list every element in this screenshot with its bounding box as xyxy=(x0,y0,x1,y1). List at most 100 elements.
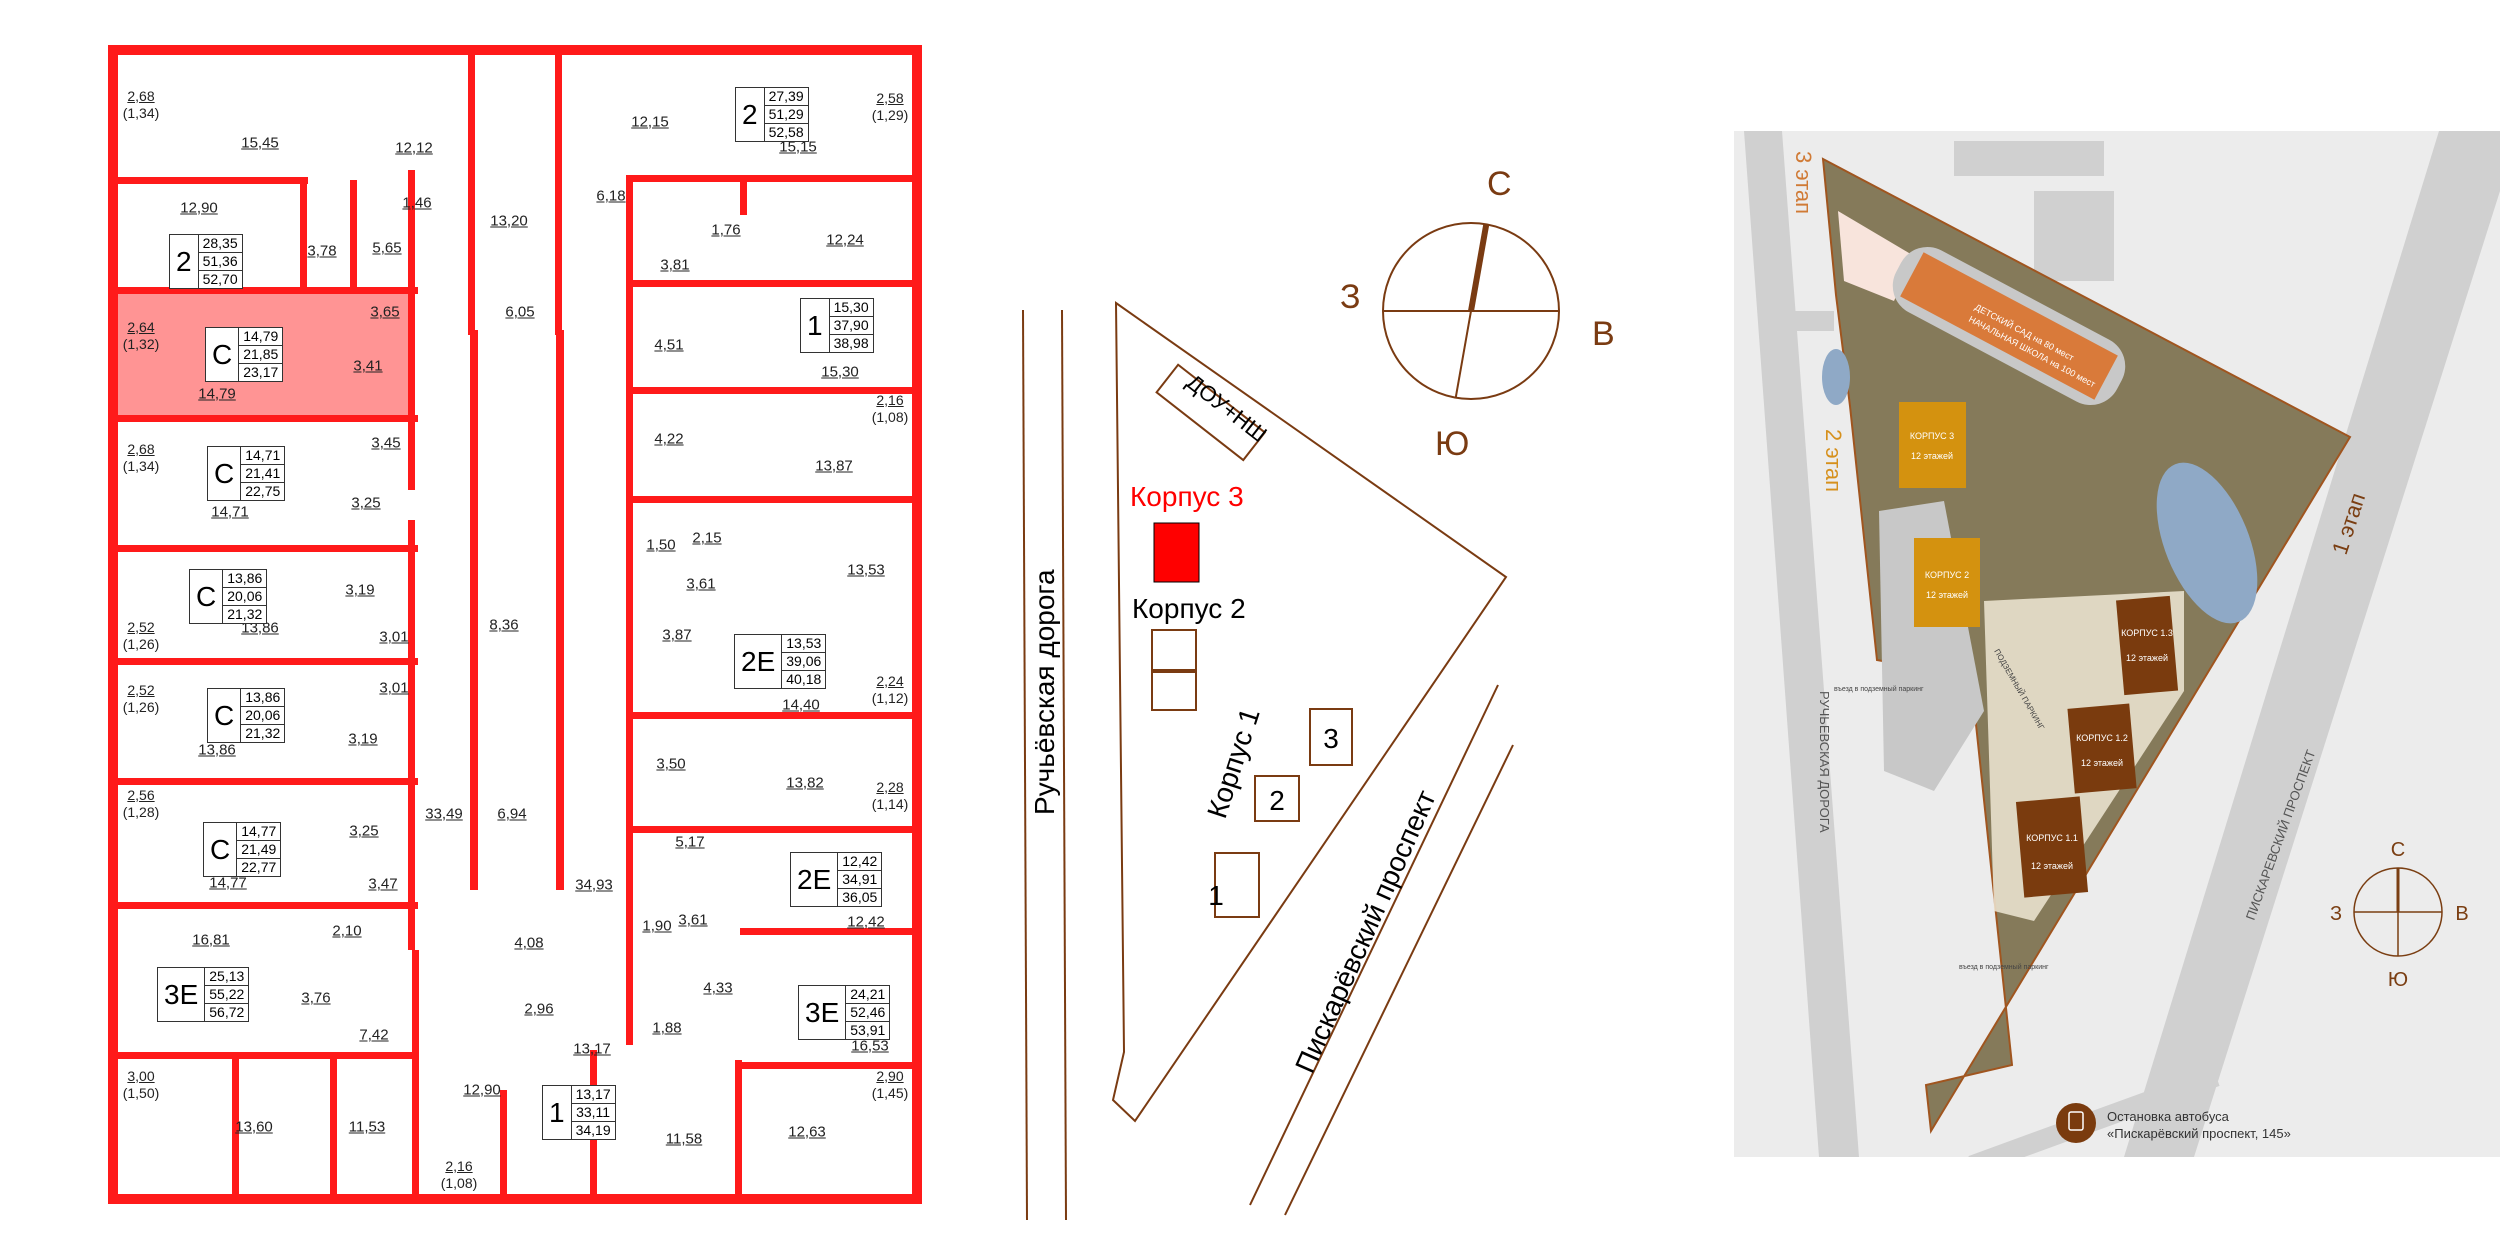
map-compass-west: З xyxy=(2330,903,2342,925)
wall xyxy=(118,778,418,785)
section-3-label: 3 xyxy=(1323,723,1339,754)
compass-south: Ю xyxy=(1435,425,1469,463)
wall xyxy=(626,175,916,182)
total-area: 21,41 xyxy=(241,465,285,483)
total-area-with-balcony: 52,58 xyxy=(768,124,804,140)
map-block xyxy=(1774,311,1834,331)
total-area-with-balcony: 38,98 xyxy=(833,335,869,351)
road-west-label: Ручьёвская дорога xyxy=(1029,569,1060,815)
small-pond xyxy=(1822,349,1850,405)
road-west-label: РУЧЬЕВСКАЯ ДОРОГА xyxy=(1817,691,1832,833)
balcony-reduced: (1,28) xyxy=(122,804,160,820)
living-area: 13,86 xyxy=(241,689,285,707)
balcony-area: 2,68(1,34) xyxy=(123,441,160,475)
building-2-outline xyxy=(1151,629,1197,671)
room-area: 3,25 xyxy=(351,494,381,512)
current-building-label: Корпус 3 xyxy=(1130,481,1244,512)
stage-2-label: 2 этап xyxy=(1821,429,1846,492)
current-building-marker[interactable] xyxy=(1153,522,1200,583)
building-korpus-1-1[interactable] xyxy=(2015,796,2089,898)
parking-entry-label: въезд в подземный паркинг xyxy=(1834,685,1924,693)
parking-entry-label-2: въезд в подземный паркинг xyxy=(1959,963,2049,971)
balcony-total: 2,16 xyxy=(876,392,904,408)
room-area: 11,58 xyxy=(665,1130,703,1148)
room-area: 12,90 xyxy=(180,199,218,217)
school-building xyxy=(1900,252,2118,400)
wall xyxy=(626,712,916,719)
balcony-area: 2,90(1,45) xyxy=(872,1068,909,1102)
balcony-area: 2,24(1,12) xyxy=(872,673,909,707)
total-area: 21,85 xyxy=(239,346,283,364)
total-area-with-balcony: 53,91 xyxy=(850,1022,886,1038)
balcony-total: 2,58 xyxy=(876,90,904,106)
wall xyxy=(626,387,916,394)
room-area: 15,15 xyxy=(779,138,817,156)
room-area: 4,51 xyxy=(654,336,684,354)
building-korpus-2[interactable] xyxy=(1914,538,1980,627)
balcony-area: 2,56(1,28) xyxy=(123,787,160,821)
pond xyxy=(2156,462,2258,624)
room-area: 1,76 xyxy=(711,221,741,239)
wall xyxy=(118,1052,418,1059)
wall xyxy=(118,415,418,422)
living-area: 14,79 xyxy=(239,328,283,346)
building-korpus-1-2[interactable] xyxy=(2067,703,2137,794)
korpus-2-label: КОРПУС 2 xyxy=(1925,570,1969,580)
room-area: 3,47 xyxy=(368,875,398,893)
total-area: 51,29 xyxy=(764,106,808,124)
room-area: 5,17 xyxy=(675,833,705,851)
room-area: 16,81 xyxy=(192,931,230,949)
section-1-box[interactable] xyxy=(1214,852,1260,918)
living-area: 27,39 xyxy=(764,88,808,106)
korpus-2-floors: 12 этажей xyxy=(1926,590,1968,600)
room-area: 3,87 xyxy=(662,626,692,644)
apartment-type: С xyxy=(204,823,238,876)
room-area: 3,25 xyxy=(349,822,379,840)
balcony-reduced: (1,08) xyxy=(871,409,909,425)
apartment-type: 2Е xyxy=(791,853,839,906)
wall xyxy=(740,175,747,215)
map-block xyxy=(2034,191,2114,281)
section-2-box[interactable] xyxy=(1254,775,1300,822)
location-scheme: С З В Ю Ручьёвская дорога Пискарёвский п… xyxy=(1022,165,1615,1221)
living-area: 12,42 xyxy=(838,853,882,871)
building-korpus-1-3[interactable] xyxy=(2116,595,2179,696)
apartment-type: 3Е xyxy=(158,968,206,1021)
total-area: 52,46 xyxy=(846,1004,890,1022)
section-3-box[interactable] xyxy=(1309,708,1353,766)
room-area: 3,78 xyxy=(307,242,337,260)
living-area: 13,53 xyxy=(782,635,826,653)
balcony-total: 2,64 xyxy=(127,319,155,335)
balcony-area: 2,16(1,08) xyxy=(441,1158,478,1192)
stage-3-label: 3 этап xyxy=(1791,151,1816,214)
room-area: 13,87 xyxy=(815,457,853,475)
room-area: 4,08 xyxy=(514,934,544,952)
site-map: ДЕТСКИЙ САД на 80 мест НАЧАЛЬНАЯ ШКОЛА н… xyxy=(1734,131,2500,1157)
total-area-with-balcony: 22,75 xyxy=(245,483,281,499)
room-area: 13,82 xyxy=(786,774,824,792)
total-area: 37,90 xyxy=(829,317,873,335)
wall xyxy=(555,45,562,335)
room-area: 3,01 xyxy=(379,679,409,697)
room-area: 3,45 xyxy=(371,434,401,452)
building-korpus-3[interactable] xyxy=(1899,402,1966,488)
living-area: 15,30 xyxy=(829,299,873,317)
building-1-label: Корпус 1 xyxy=(1201,704,1266,822)
site-outline xyxy=(1111,301,1508,1123)
room-area: 12,15 xyxy=(631,113,669,131)
wall xyxy=(118,658,418,665)
